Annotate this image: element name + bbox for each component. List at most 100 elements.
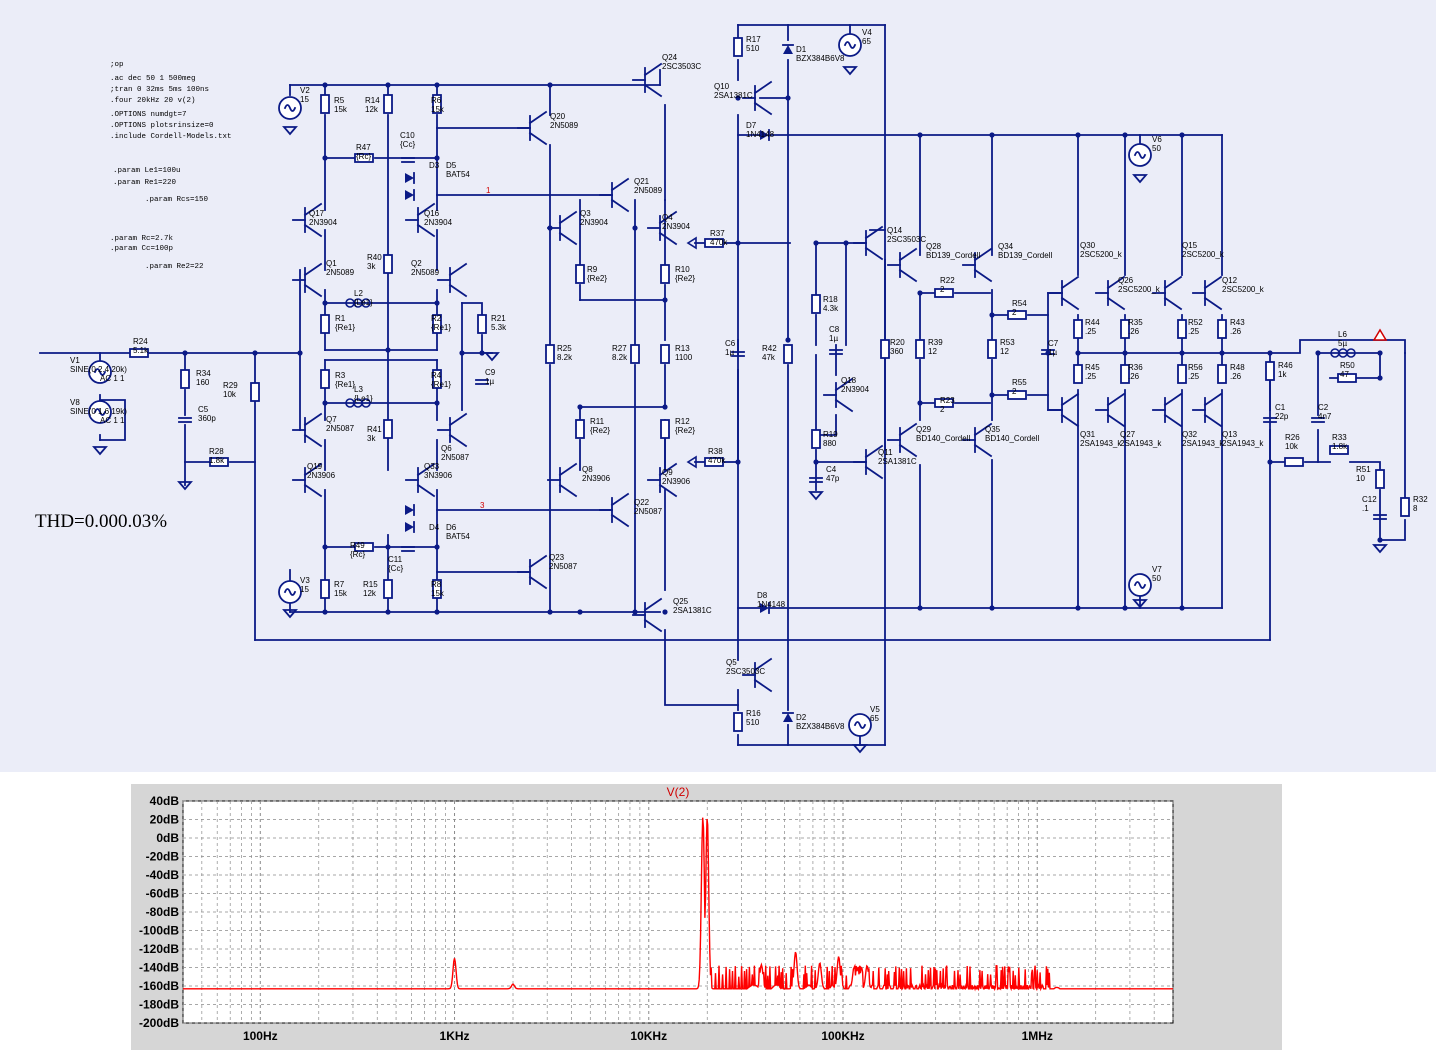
resistor-symbol: [383, 94, 393, 114]
resistor-symbol: [320, 369, 330, 389]
component-ref: Q19: [307, 462, 323, 471]
transistor-symbol: [303, 223, 323, 238]
component-value: .25: [1085, 327, 1097, 336]
component-value: 2N3904: [424, 218, 453, 227]
component-ref: D8: [757, 591, 768, 600]
component-value: {Rc}: [350, 550, 365, 559]
component-value: 15k: [334, 105, 348, 114]
y-tick-label: -100dB: [139, 924, 179, 938]
junction-dot: [434, 82, 440, 88]
component-value: 10: [1356, 474, 1365, 483]
transistor-symbol: [610, 177, 630, 192]
resistor-symbol: [1217, 319, 1227, 339]
component-ref: R19: [823, 430, 838, 439]
ground-symbol: [282, 126, 298, 136]
component-value: {Le1}: [354, 298, 373, 307]
component-value: BD140_Cordell: [985, 434, 1039, 443]
resistor-symbol: [209, 457, 229, 467]
component-value: 470k: [708, 456, 726, 465]
resistor-symbol: [880, 339, 890, 359]
junction-dot: [385, 544, 391, 550]
resistor-symbol: [320, 94, 330, 114]
transistor-symbol: [1060, 296, 1080, 311]
spice-directive: ;op: [110, 61, 124, 69]
wire: [664, 629, 739, 706]
component-value: .26: [1128, 327, 1140, 336]
transistor-symbol: [643, 618, 663, 633]
component-ref: R44: [1085, 318, 1100, 327]
component-value: 5.1k: [133, 346, 149, 355]
wire: [1379, 519, 1406, 541]
component-value: SINE(0 1.6 19k): [70, 407, 127, 416]
component-value: 2SC5200_k: [1222, 285, 1265, 294]
resistor-symbol: [811, 294, 821, 314]
resistor-symbol: [320, 579, 330, 599]
component-value: BD139_Cordell: [926, 251, 980, 260]
component-ref: Q11: [878, 448, 893, 457]
junction-dot: [917, 290, 923, 296]
resistor-symbol: [383, 419, 393, 439]
component-value: 47p: [826, 474, 840, 483]
component-ref: R27: [612, 344, 627, 353]
transistor-symbol: [1106, 413, 1126, 428]
transistor-symbol: [528, 554, 548, 569]
transistor-symbol: [643, 62, 663, 77]
junction-dot: [662, 404, 668, 410]
voltage-source-symbol: [93, 368, 107, 376]
voltage-source-symbol: [843, 41, 857, 49]
component-ref: R40: [367, 253, 382, 262]
component-value: 2N3906: [662, 477, 691, 486]
component-ref: L2: [354, 289, 363, 298]
junction-dot: [1267, 350, 1273, 356]
y-tick-label: -20dB: [146, 850, 180, 864]
component-value: .1: [1362, 504, 1369, 513]
component-value: 12: [1000, 347, 1009, 356]
wire: [1349, 461, 1381, 471]
y-tick-label: 0dB: [156, 831, 179, 845]
component-value: BZX384B6V8: [796, 722, 845, 731]
component-ref: V3: [300, 576, 310, 585]
fft-chart: V(2) 40dB20dB0dB-20dB-40dB-60dB-80dB-100…: [131, 784, 1282, 1050]
component-value: 65: [870, 714, 879, 723]
component-value: 3N3906: [424, 471, 453, 480]
resistor-symbol: [1177, 364, 1187, 384]
component-ref: C2: [1318, 403, 1329, 412]
junction-dot: [632, 225, 638, 231]
junction-dot: [322, 300, 328, 306]
component-value: 5.3k: [491, 323, 507, 332]
junction-dot: [322, 609, 328, 615]
diode-symbol: [783, 45, 793, 54]
component-value: 2N5089: [326, 268, 355, 277]
component-value: 1k: [1278, 370, 1287, 379]
diode-symbol: [760, 130, 769, 140]
junction-dot: [577, 404, 583, 410]
component-value: 510: [746, 44, 760, 53]
transistor-symbol: [898, 422, 918, 437]
component-value: BZX384B6V8: [796, 54, 845, 63]
y-tick-label: -200dB: [139, 1016, 179, 1030]
junction-dot: [547, 609, 553, 615]
resistor-symbol: [477, 314, 487, 334]
resistor-symbol: [704, 457, 724, 467]
resistor-symbol: [129, 348, 149, 358]
transistor-symbol: [658, 462, 678, 477]
component-value: 2SA1943_k: [1120, 439, 1162, 448]
transistor-symbol: [973, 422, 993, 437]
transistor-symbol: [448, 433, 468, 448]
component-ref: R3: [335, 371, 346, 380]
transistor-symbol: [898, 268, 918, 283]
transistor-symbol: [528, 110, 548, 125]
junction-dot: [322, 400, 328, 406]
x-tick-label: 1MHz: [1022, 1029, 1053, 1043]
transistor-symbol: [610, 492, 630, 507]
spice-param: .param Rcs=150: [145, 196, 209, 204]
component-value: 2N3906: [307, 471, 336, 480]
wires: [39, 24, 1406, 746]
spice-param: .param Rc=2.7k: [110, 235, 174, 243]
component-ref: R45: [1085, 363, 1100, 372]
ground-symbol: [852, 744, 868, 754]
component-value: 4.3k: [823, 304, 839, 313]
component-ref: Q26: [1118, 276, 1134, 285]
voltage-source-symbol: [283, 104, 297, 112]
